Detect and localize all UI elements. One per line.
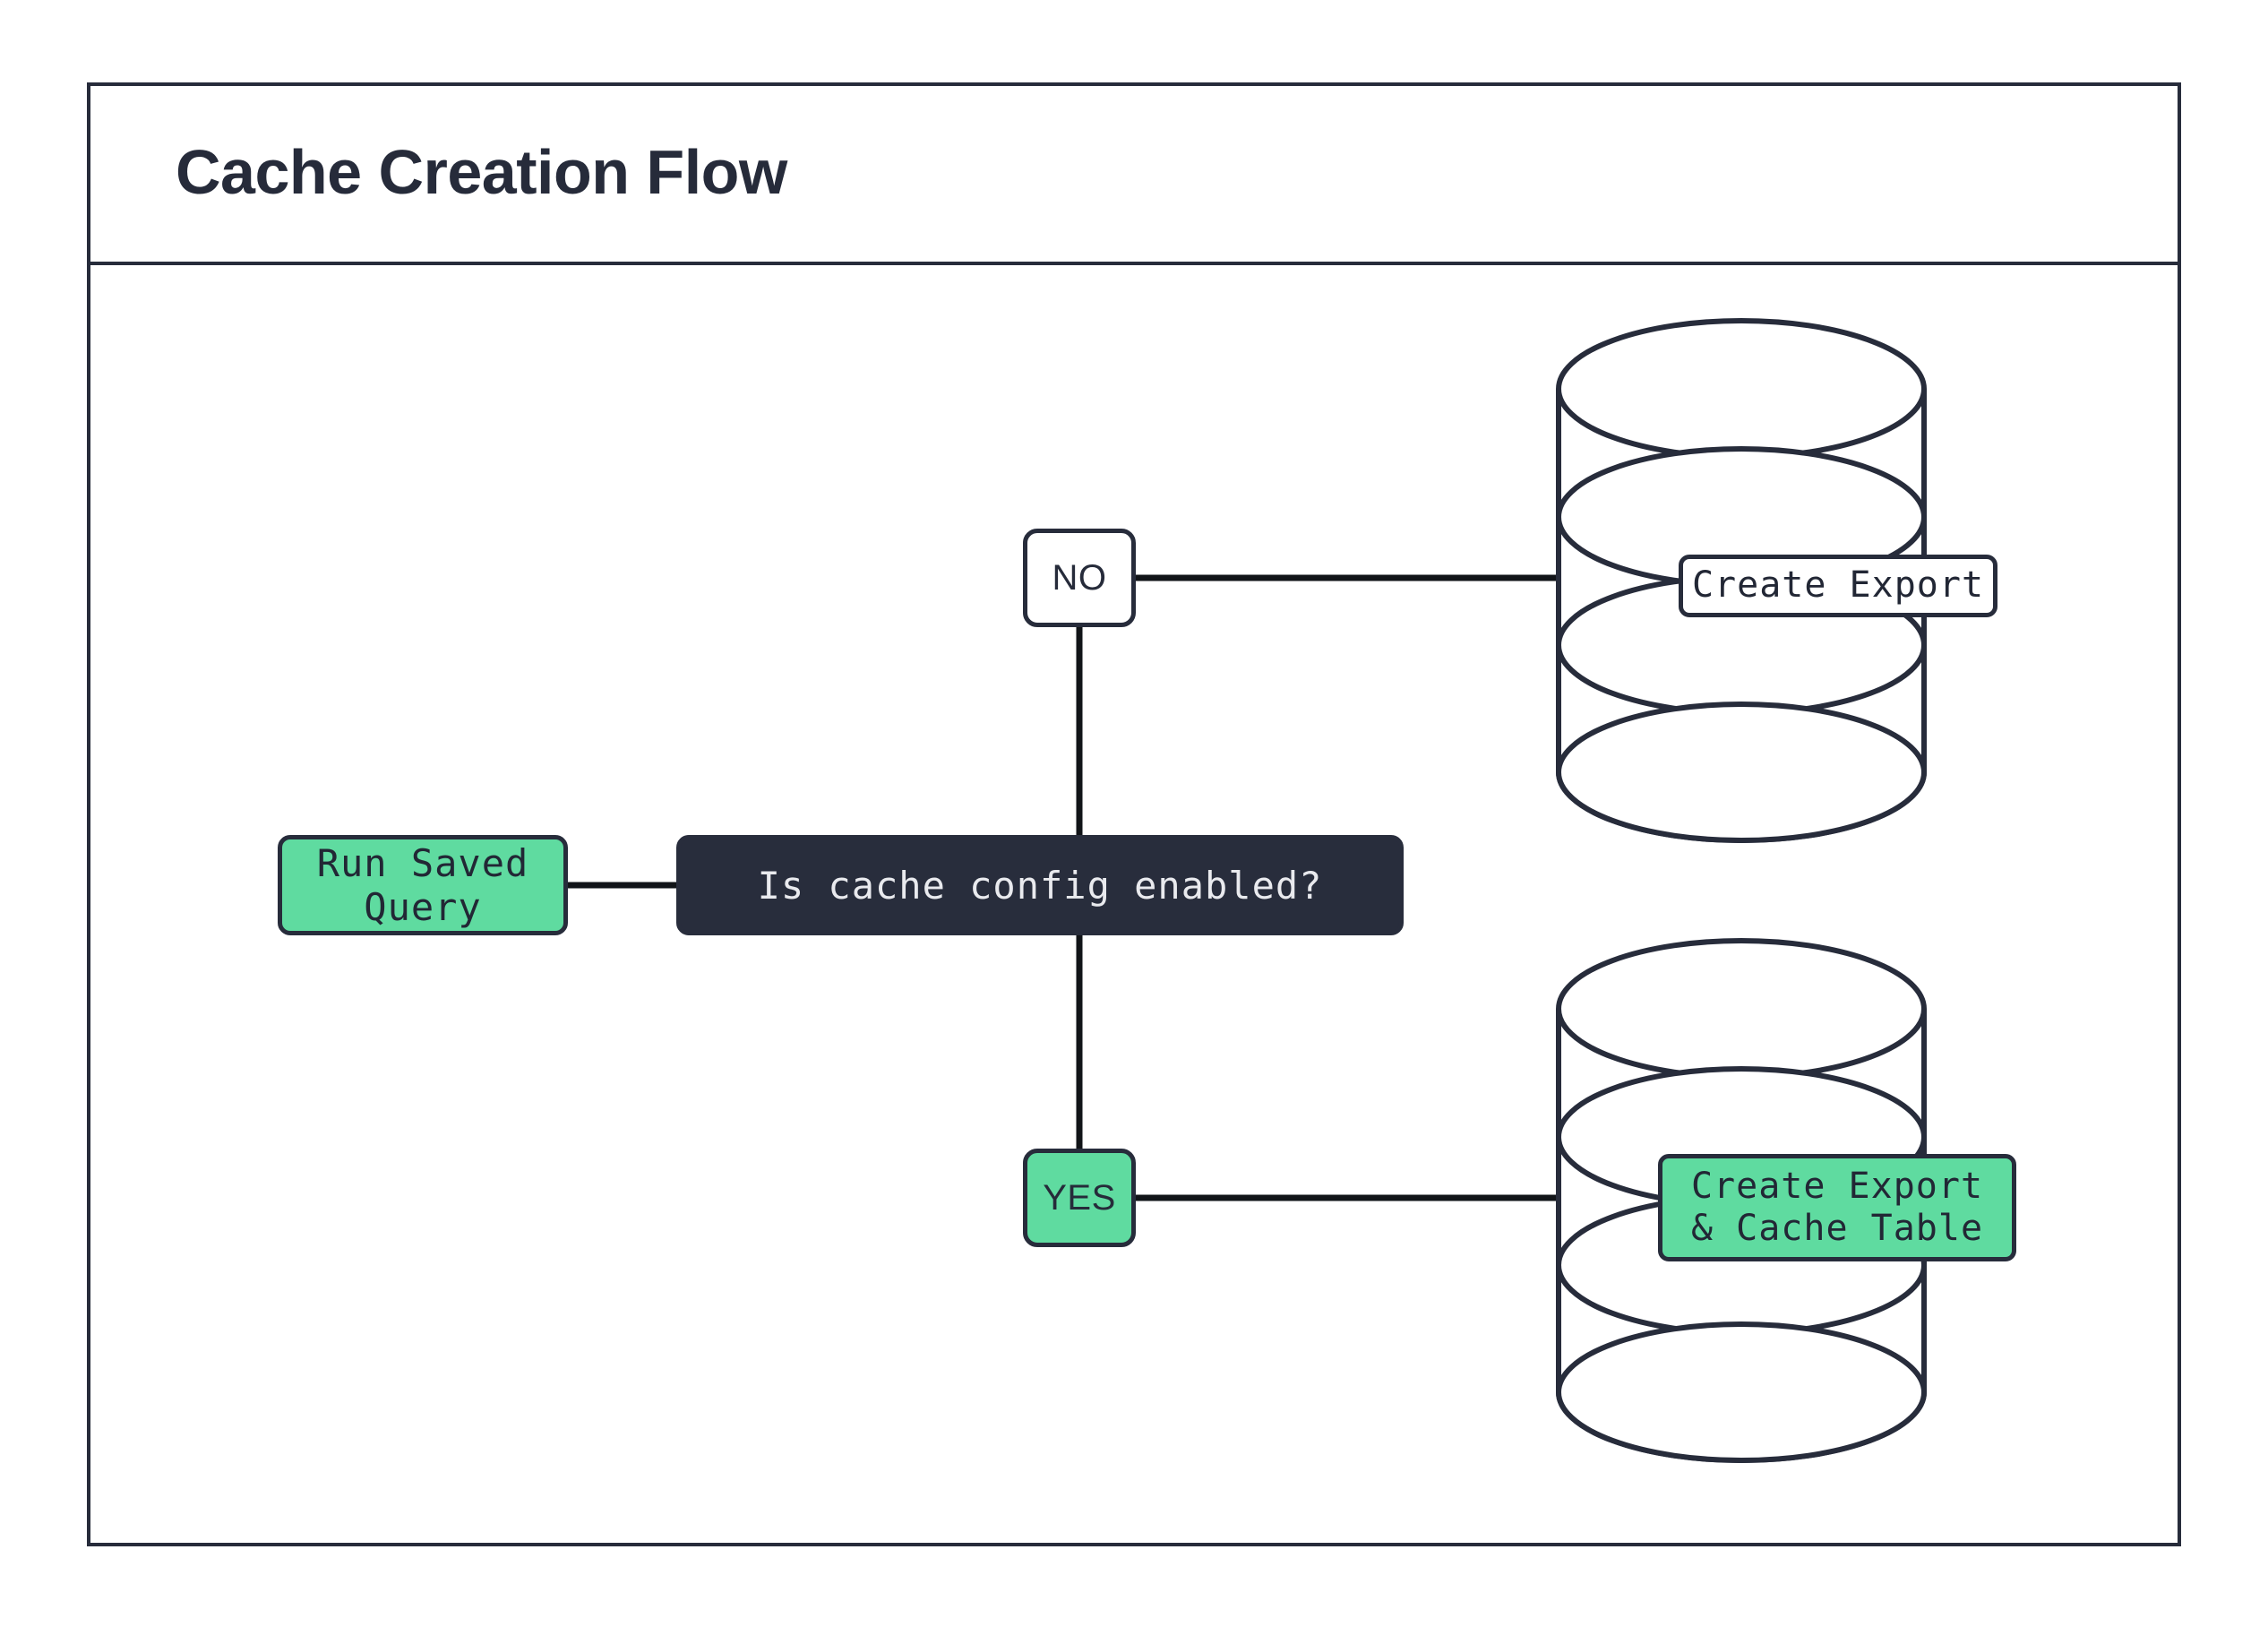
node-create-export-and-cache-table[interactable]: Create Export & Cache Table [1658,1154,2016,1261]
node-branch-yes[interactable]: YES [1023,1149,1136,1247]
node-is-cache-config-enabled[interactable]: Is cache config enabled? [676,835,1404,935]
diagram-title-bar: Cache Creation Flow [87,82,2181,265]
node-branch-no[interactable]: NO [1023,529,1136,627]
node-run-saved-query[interactable]: Run Saved Query [278,835,568,935]
diagram-frame [87,82,2181,1546]
diagram-title: Cache Creation Flow [176,137,787,207]
node-create-export[interactable]: Create Export [1679,555,1997,617]
